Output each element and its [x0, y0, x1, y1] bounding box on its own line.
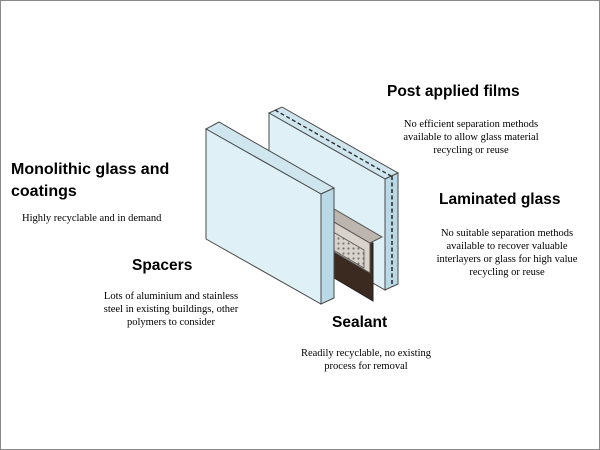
post-films-description: No efficient separation methods availabl…: [381, 118, 561, 157]
sealant-line: process for removal: [324, 361, 408, 372]
spacers-title: Spacers: [132, 257, 193, 274]
monolithic-title-line: coatings: [11, 183, 77, 200]
front-pane-side-edge: [320, 187, 335, 305]
monolithic-title-line: Monolithic glass and: [11, 161, 170, 178]
post-films-line: No efficient separation methods: [403, 119, 539, 130]
sealant-description: Readily recyclable, no existing process …: [276, 347, 456, 373]
laminated-description: No suitable separation methods available…: [417, 227, 597, 279]
spacers-line: Lots of aluminium and stainless: [103, 291, 239, 302]
post-films-line: recycling or reuse: [433, 145, 509, 156]
laminated-line: No suitable separation methods: [440, 228, 574, 239]
spacers-line: steel in existing buildings, other: [103, 304, 239, 315]
monolithic-title: Monolithic glass and coatings: [11, 159, 169, 203]
post-applied-film-line: [274, 109, 392, 177]
monolithic-description: Highly recyclable and in demand: [22, 212, 161, 225]
post-films-title: Post applied films: [387, 83, 520, 100]
laminated-title: Laminated glass: [439, 191, 561, 208]
sealant-line: Readily recyclable, no existing: [300, 348, 432, 359]
spacers-description: Lots of aluminium and stainless steel in…: [81, 290, 261, 329]
laminated-line: available to recover valuable: [446, 241, 568, 252]
sealant-title: Sealant: [332, 314, 388, 331]
spacers-line: polymers to consider: [126, 317, 216, 328]
monolithic-line: Highly recyclable and in demand: [22, 213, 162, 224]
post-films-line: available to allow glass material: [403, 132, 539, 143]
laminated-line: recycling or reuse: [469, 267, 545, 278]
laminated-line: interlayers or glass for high value: [436, 254, 578, 265]
front-glass-pane: [204, 121, 336, 305]
